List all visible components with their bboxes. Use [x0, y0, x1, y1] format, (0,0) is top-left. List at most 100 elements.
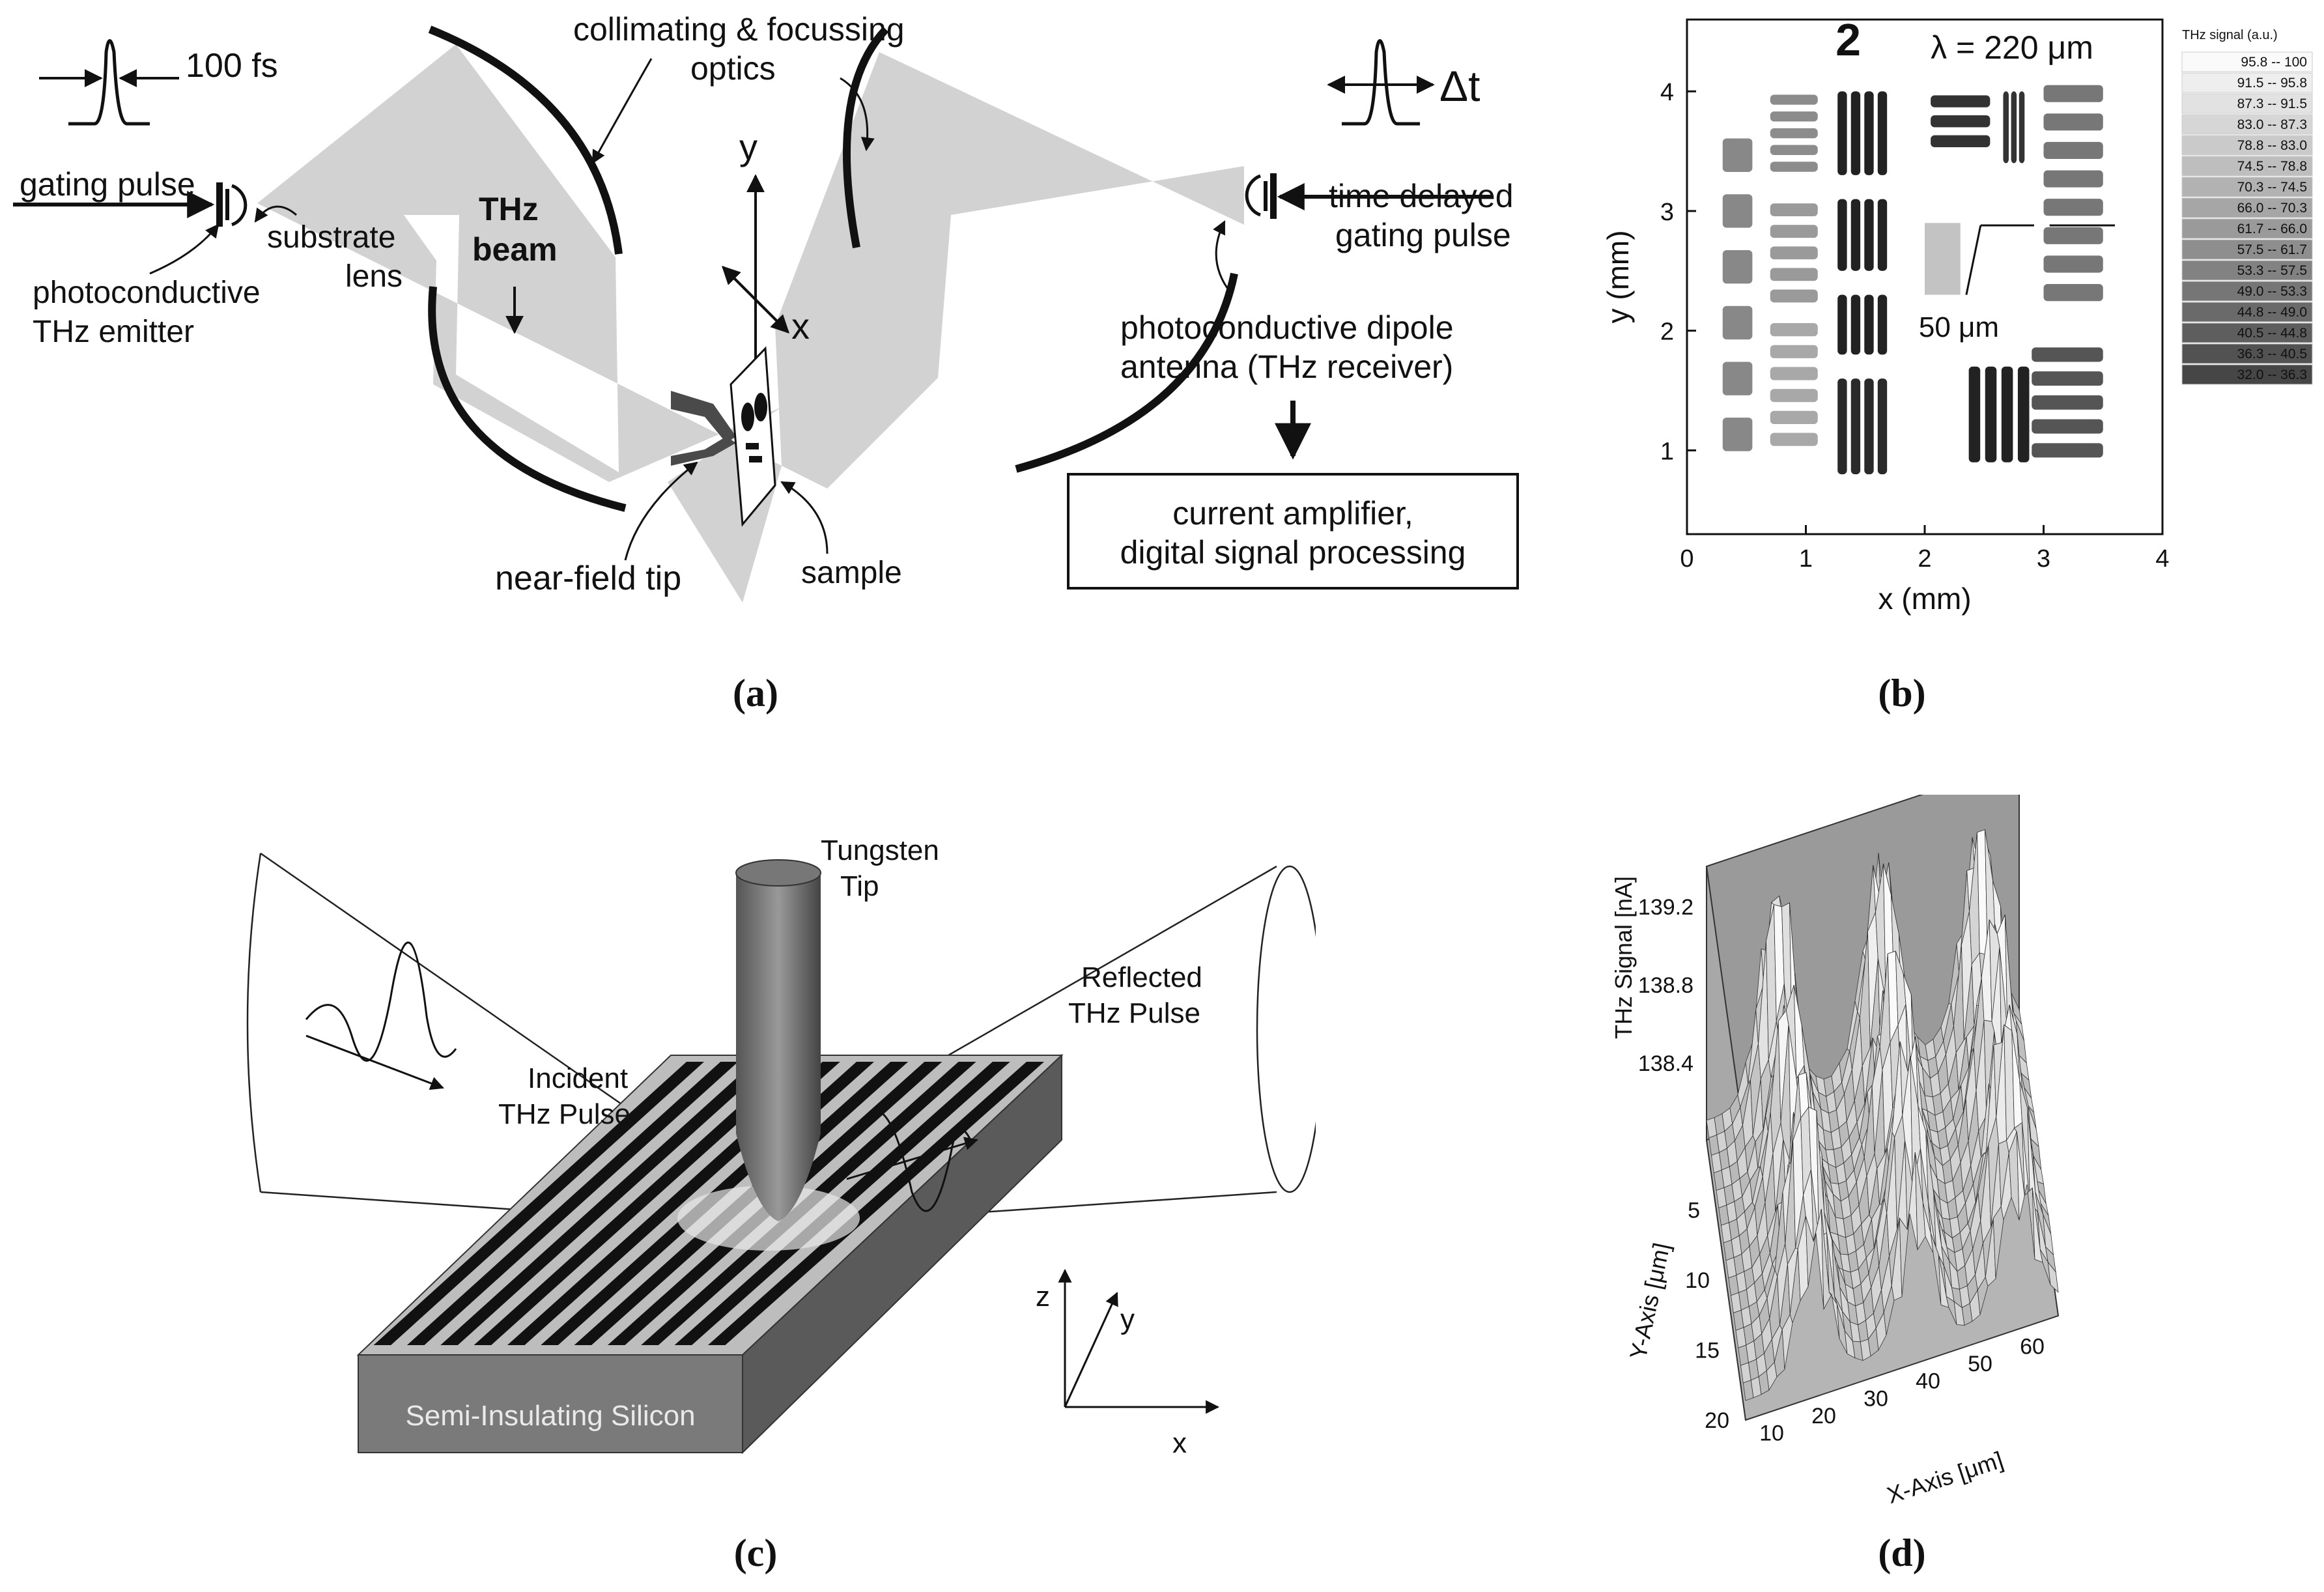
legend-swatch — [2181, 51, 2313, 72]
heatmap-bar — [1770, 367, 1818, 380]
heatmap-bar — [1864, 91, 1874, 175]
heatmap-bar — [2003, 91, 2009, 163]
heatmap-bar — [2043, 227, 2103, 244]
pulse-width-label: 100 fs — [186, 47, 278, 85]
legend-swatch — [2181, 239, 2313, 260]
heatmap-bar — [1770, 145, 1818, 155]
x-tick-label: 30 — [1863, 1386, 1888, 1411]
panel-c-diagram: Semi-Insulating Silicon Tungsten Tip Inc… — [246, 834, 1316, 1459]
tip-label-2: Tip — [840, 870, 879, 902]
chart-b-annotation: 50 μm — [1919, 311, 1999, 343]
heatmap-bar — [1770, 111, 1818, 122]
caption-d: (d) — [1878, 1531, 1926, 1574]
legend-entry: 95.8 -- 100 — [2241, 55, 2307, 70]
heatmap-bar — [1931, 95, 1991, 107]
legend-swatch — [2181, 197, 2313, 218]
legend-swatch — [2181, 93, 2313, 114]
mirror-upper-left — [428, 25, 623, 255]
x-tick-label: 20 — [1811, 1404, 1836, 1429]
surface-cell — [2047, 1261, 2059, 1293]
heatmap-bar — [2032, 371, 2103, 386]
amplifier-box — [1067, 473, 1519, 590]
heatmap-bar — [2043, 199, 2103, 216]
sample-plate — [730, 346, 776, 527]
heatmap-bar — [1770, 128, 1818, 139]
heatmap-bar — [1931, 135, 1991, 147]
gating-pulse-label: gating pulse — [20, 166, 195, 203]
optics-label-1: collimating & focussing — [573, 11, 905, 48]
legend-entry: 66.0 -- 70.3 — [2237, 201, 2307, 216]
legend-entry: 91.5 -- 95.8 — [2237, 76, 2307, 91]
legend-entry: 36.3 -- 40.5 — [2237, 347, 2307, 362]
tip-label: near-field tip — [495, 560, 681, 597]
heatmap-bar — [2011, 91, 2017, 163]
legend-swatch — [2181, 218, 2313, 239]
sample-axes — [722, 174, 789, 365]
heatmap-bar — [1722, 249, 1753, 284]
heatmap-bar — [1877, 294, 1888, 355]
y-tick-label: 20 — [1705, 1408, 1729, 1433]
axis-y-label-c: y — [1120, 1303, 1135, 1335]
heatmap-bar — [1770, 433, 1818, 446]
heatmap-bar — [1850, 199, 1861, 271]
thz-beam — [257, 44, 1244, 603]
thz-receiver — [1245, 173, 1492, 219]
amplifier-label-1: current amplifier, — [1172, 495, 1413, 532]
heatmap-bar — [2032, 347, 2103, 362]
heatmap-bar — [1770, 162, 1818, 172]
legend-entry: 32.0 -- 36.3 — [2237, 367, 2307, 382]
legend-swatch — [2181, 302, 2313, 322]
heatmap-bar — [1864, 199, 1874, 271]
chart-b-title: λ = 220 μm — [1931, 29, 2093, 66]
reflected-label-1: Reflected — [1081, 961, 1202, 993]
legend-swatch — [2181, 135, 2313, 156]
heatmap-bar — [1770, 289, 1818, 303]
legend-entry: 57.5 -- 61.7 — [2237, 242, 2307, 257]
heatmap-bar — [1722, 138, 1753, 172]
heatmap-bar — [2001, 366, 2013, 462]
grating-stripe — [474, 1062, 806, 1345]
mirror-lower-right — [1015, 272, 1238, 473]
z-axis-label: THz Signal [nA] — [1610, 876, 1637, 1039]
thz-emitter — [13, 182, 248, 227]
legend-swatch — [2181, 322, 2313, 343]
substrate-lens-label-1: substrate — [267, 220, 395, 255]
grating-stripe — [406, 1062, 739, 1345]
heatmap-bar — [1770, 410, 1818, 424]
legend-entry: 44.8 -- 49.0 — [2237, 305, 2307, 320]
silicon-side — [742, 1053, 1062, 1455]
incident-label-1: Incident — [528, 1062, 628, 1094]
legend-swatch — [2181, 260, 2313, 281]
panel-a-diagram: 100 fs gating pulse substrate lens photo… — [13, 11, 1519, 603]
heatmap-bar — [1850, 378, 1861, 475]
x-tick-label: 10 — [1759, 1421, 1784, 1446]
grating-stripe — [440, 1062, 772, 1345]
legend-entry: 78.8 -- 83.0 — [2237, 138, 2307, 153]
y-tick-label: 3 — [1660, 199, 1674, 226]
x-tick-label: 4 — [2155, 545, 2169, 573]
caption-a: (a) — [733, 672, 778, 715]
heatmap-bar — [1722, 194, 1753, 228]
heatmap-bar — [1877, 199, 1888, 271]
heatmap-bar — [1770, 246, 1818, 260]
beam-label-1: THz — [479, 191, 539, 227]
heatmap-bar — [2043, 170, 2103, 188]
heatmap-bar — [1770, 225, 1818, 238]
heatmap-bar — [1770, 345, 1818, 358]
legend-swatch — [2181, 72, 2313, 93]
legend-entry: 83.0 -- 87.3 — [2237, 117, 2307, 132]
x-tick-label: 60 — [2020, 1334, 2045, 1359]
axis-y-label: y — [739, 126, 758, 167]
delayed-label-1: time delayed — [1329, 178, 1514, 214]
delay-pulse-icon — [1327, 39, 1435, 126]
heatmap-bar — [1931, 115, 1991, 128]
legend-swatch — [2181, 343, 2313, 364]
legend-title: THz signal (a.u.) — [2182, 28, 2278, 42]
x-tick-label: 0 — [1680, 545, 1693, 573]
substrate-label: Semi-Insulating Silicon — [405, 1400, 695, 1432]
heatmap-bar — [1770, 94, 1818, 105]
heatmap-bar — [2032, 419, 2103, 434]
heatmap-bar — [1837, 199, 1847, 271]
legend-entry: 74.5 -- 78.8 — [2237, 159, 2307, 174]
